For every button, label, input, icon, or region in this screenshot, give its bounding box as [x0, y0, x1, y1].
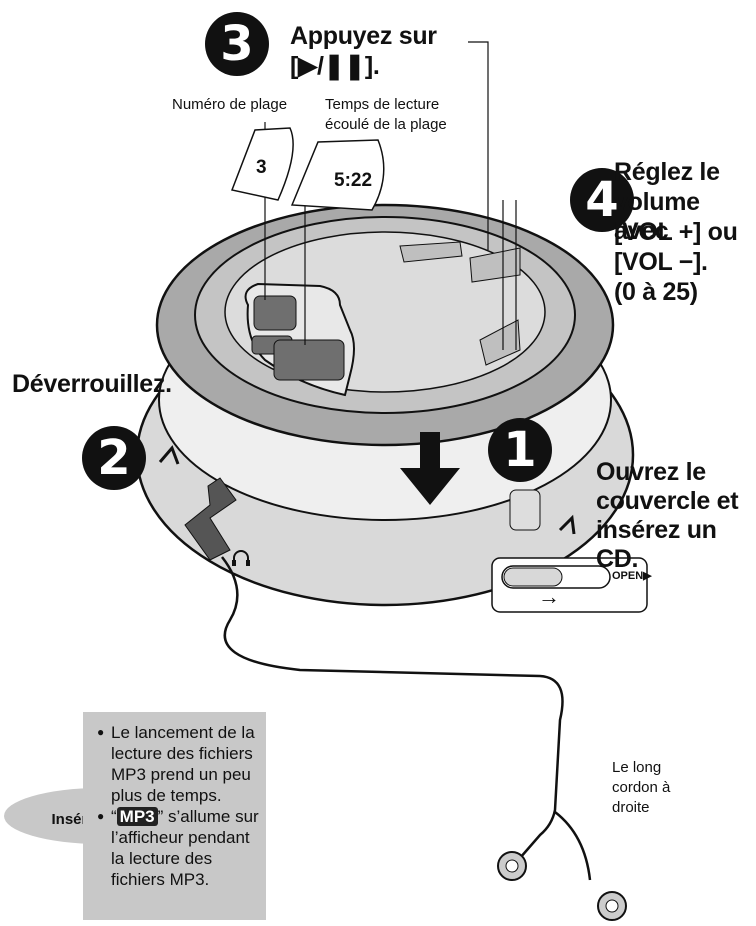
note-box: Le lancement de la lecture des fichiers … — [83, 712, 266, 920]
elapsed-time-value: 5:22 — [334, 170, 373, 191]
open-slider[interactable] — [509, 489, 541, 531]
mp3-indicator-badge: MP3 — [116, 807, 158, 826]
leader-line-step3 — [468, 41, 489, 250]
open-lid-arrow-icon — [400, 432, 460, 505]
cord-label-line2: cordon à — [612, 779, 671, 796]
step-4-line1: Réglez le — [614, 158, 720, 186]
slide-arrow-icon — [558, 514, 576, 535]
headphone-plug — [184, 477, 237, 561]
track-number-segment — [253, 295, 297, 331]
note-item-2-prefix: “ — [111, 807, 117, 826]
step-1-text: Ouvrez le couvercle et insérez un CD. — [596, 458, 739, 573]
step-1-number: 1 — [488, 418, 552, 482]
step-3-line1: Appuyez sur — [290, 22, 437, 50]
step-4-line4: [VOL −]. — [614, 248, 708, 276]
step-2-number: 2 — [82, 426, 146, 490]
step-2-text: Déverrouillez. — [12, 370, 172, 398]
play-pause-button[interactable] — [399, 241, 463, 263]
earphone-cord — [221, 556, 564, 859]
step-4-line2: volume avec — [614, 188, 700, 245]
step-3-line2: [▶/❚❚]. — [290, 52, 380, 80]
elapsed-time-segment — [273, 339, 345, 381]
time-callout-card — [290, 139, 385, 211]
switch-direction-arrow-icon: → — [538, 584, 560, 609]
note-item-2-suffix: ” s’allume sur l’afficheur pendant la le… — [111, 807, 259, 889]
track-number-value: 3 — [256, 157, 267, 178]
earphone-cord-right — [554, 811, 592, 881]
track-callout-card — [230, 127, 294, 201]
step-4-number: 4 — [570, 168, 634, 232]
switch-knob — [503, 567, 563, 587]
time-label-line2: écoulé de la plage — [325, 116, 447, 133]
note-item-2: “MP3” s’allume sur l’afficheur pendant l… — [97, 806, 262, 890]
step-4-line3: [VOL +] ou — [614, 218, 738, 246]
cord-label-line3: droite — [612, 799, 650, 816]
note-item-1: Le lancement de la lecture des fichiers … — [97, 722, 262, 806]
time-label-line1: Temps de lecture — [325, 96, 440, 113]
cord-label-line1: Le long — [612, 759, 662, 776]
right-earbud-center — [605, 899, 619, 913]
headphone-icon — [232, 550, 250, 566]
open-switch-label: OPEN▶ — [612, 570, 652, 582]
unlock-arrow-icon — [158, 445, 180, 465]
step-4-line5: (0 à 25) — [614, 278, 698, 306]
vol-minus-button[interactable] — [479, 319, 521, 366]
step-3-number: 3 — [205, 12, 269, 76]
left-earbud-center — [505, 859, 519, 873]
track-number-label: Numéro de plage — [172, 96, 288, 113]
